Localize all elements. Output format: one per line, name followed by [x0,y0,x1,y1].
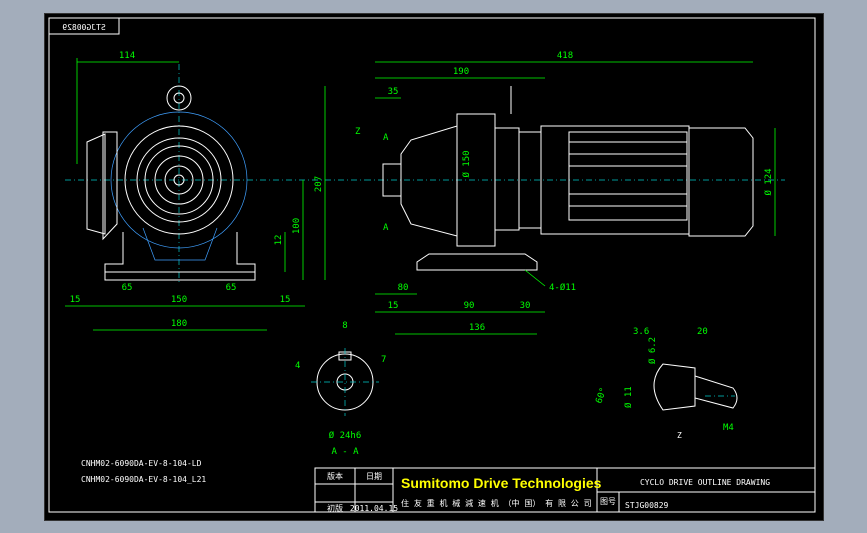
dim-d150: Ø 150 [461,150,472,177]
drawing-sheet: STJG00829 114 207 100 12 15 65 150 65 15 [44,13,824,521]
brand-logo: Sumitomo Drive Technologies [401,475,602,491]
dim-30: 30 [520,301,531,311]
reducer-body [456,113,496,247]
front-base-plate [104,271,256,281]
detail-z-tap [694,375,738,409]
dim-418: 418 [557,51,573,61]
dim-15-left: 15 [70,295,81,305]
hole-leader [524,269,546,287]
drawing-no: STJG00829 [625,501,669,510]
dim-key-4: 4 [295,361,300,371]
front-foot [104,232,256,273]
dim-d124: Ø 124 [763,168,774,195]
dim-key-d: Ø 24h6 [329,430,362,441]
dim-z-d62: Ø 6.2 [647,337,658,364]
issue-label: 初版 [327,503,343,513]
dim-100: 100 [292,218,302,234]
motor-fins [568,131,688,221]
drawing-no-label: 图号 [600,497,616,506]
drawing-title: CYCLO DRIVE OUTLINE DRAWING [640,478,770,487]
lifting-eye-hole [173,92,185,104]
detail-z-body [653,363,696,411]
front-ring-4 [164,165,194,195]
front-housing-circle [124,125,234,235]
dim-12: 12 [274,235,284,246]
hole-callout: 4-Ø11 [549,282,576,293]
detail-z: 3.6 20 Ø 6.2 Ø 11 60° M4 Z [594,327,738,440]
detail-z-label: Z [677,431,682,440]
dim-key-7: 7 [381,355,386,365]
dim-z-d11: Ø 11 [623,386,634,408]
detail-ref-z: Z [355,127,361,137]
company-cn: 住 友 重 机 械 減 速 机 （中 国） 有 限 公 司 [401,498,592,508]
dim-136: 136 [469,323,485,333]
front-ring-3 [154,155,204,205]
dim-z-m4: M4 [723,423,734,433]
front-ring-2 [144,145,214,215]
motor-fin-lines [569,141,687,207]
model-line-2: CNHM02-6090DA-EV-8-104_L21 [81,475,206,484]
dim-80: 80 [398,283,409,293]
side-foot [416,253,538,271]
dim-z-60: 60° [594,386,609,405]
brand-sumitomo: Sumitomo Drive Technologies [401,475,602,491]
fan-cover [688,127,754,237]
cad-drawing: STJG00829 114 207 100 12 15 65 150 65 15 [48,17,816,513]
dim-207: 207 [314,176,324,192]
motor-flange [494,127,520,231]
cut-ref-top: A [383,133,389,143]
rev-label: 版本 [327,471,343,481]
cut-ref-bottom: A [383,223,389,233]
dim-15-right: 15 [280,295,291,305]
dim-65-left: 65 [122,283,133,293]
dim-65-right: 65 [226,283,237,293]
dim-90: 90 [464,301,475,311]
terminal-box [102,131,118,241]
front-flange-circle [110,111,248,249]
lifting-eye [166,85,192,111]
dim-180: 180 [171,319,187,329]
section-label: A - A [331,447,359,457]
dim-35: 35 [388,87,399,97]
dim-z-20: 20 [697,327,708,337]
dim-side-15: 15 [388,301,399,311]
date-label: 日期 [366,472,382,481]
mirrored-stamp-box [48,17,120,35]
issue-date: 2011.04.15 [350,504,398,513]
dim-150: 150 [171,295,187,305]
mirrored-stamp: STJG00829 [62,23,106,32]
dim-190: 190 [453,67,469,77]
front-ring-1 [136,137,222,223]
title-block: 版本 日期 初版 2011.04.15 Sumitomo Drive Techn… [314,467,816,513]
dim-114: 114 [119,51,135,61]
reducer-housing [400,125,458,237]
side-view: 418 190 35 Ø 150 Ø 124 80 15 90 30 136 4… [355,51,785,335]
dim-z-36: 3.6 [633,327,649,337]
section-a-a: 8 4 7 Ø 24h6 A - A [295,321,386,457]
inner-frame [48,17,816,513]
terminal-box-cover [86,133,106,235]
front-shaft [173,174,185,186]
front-foot-rib [142,227,218,261]
dim-key-8: 8 [342,321,347,331]
model-line-1: CNHM02-6090DA-EV-8-104-LD [81,459,202,468]
front-view: 114 207 100 12 15 65 150 65 15 180 [65,51,365,331]
